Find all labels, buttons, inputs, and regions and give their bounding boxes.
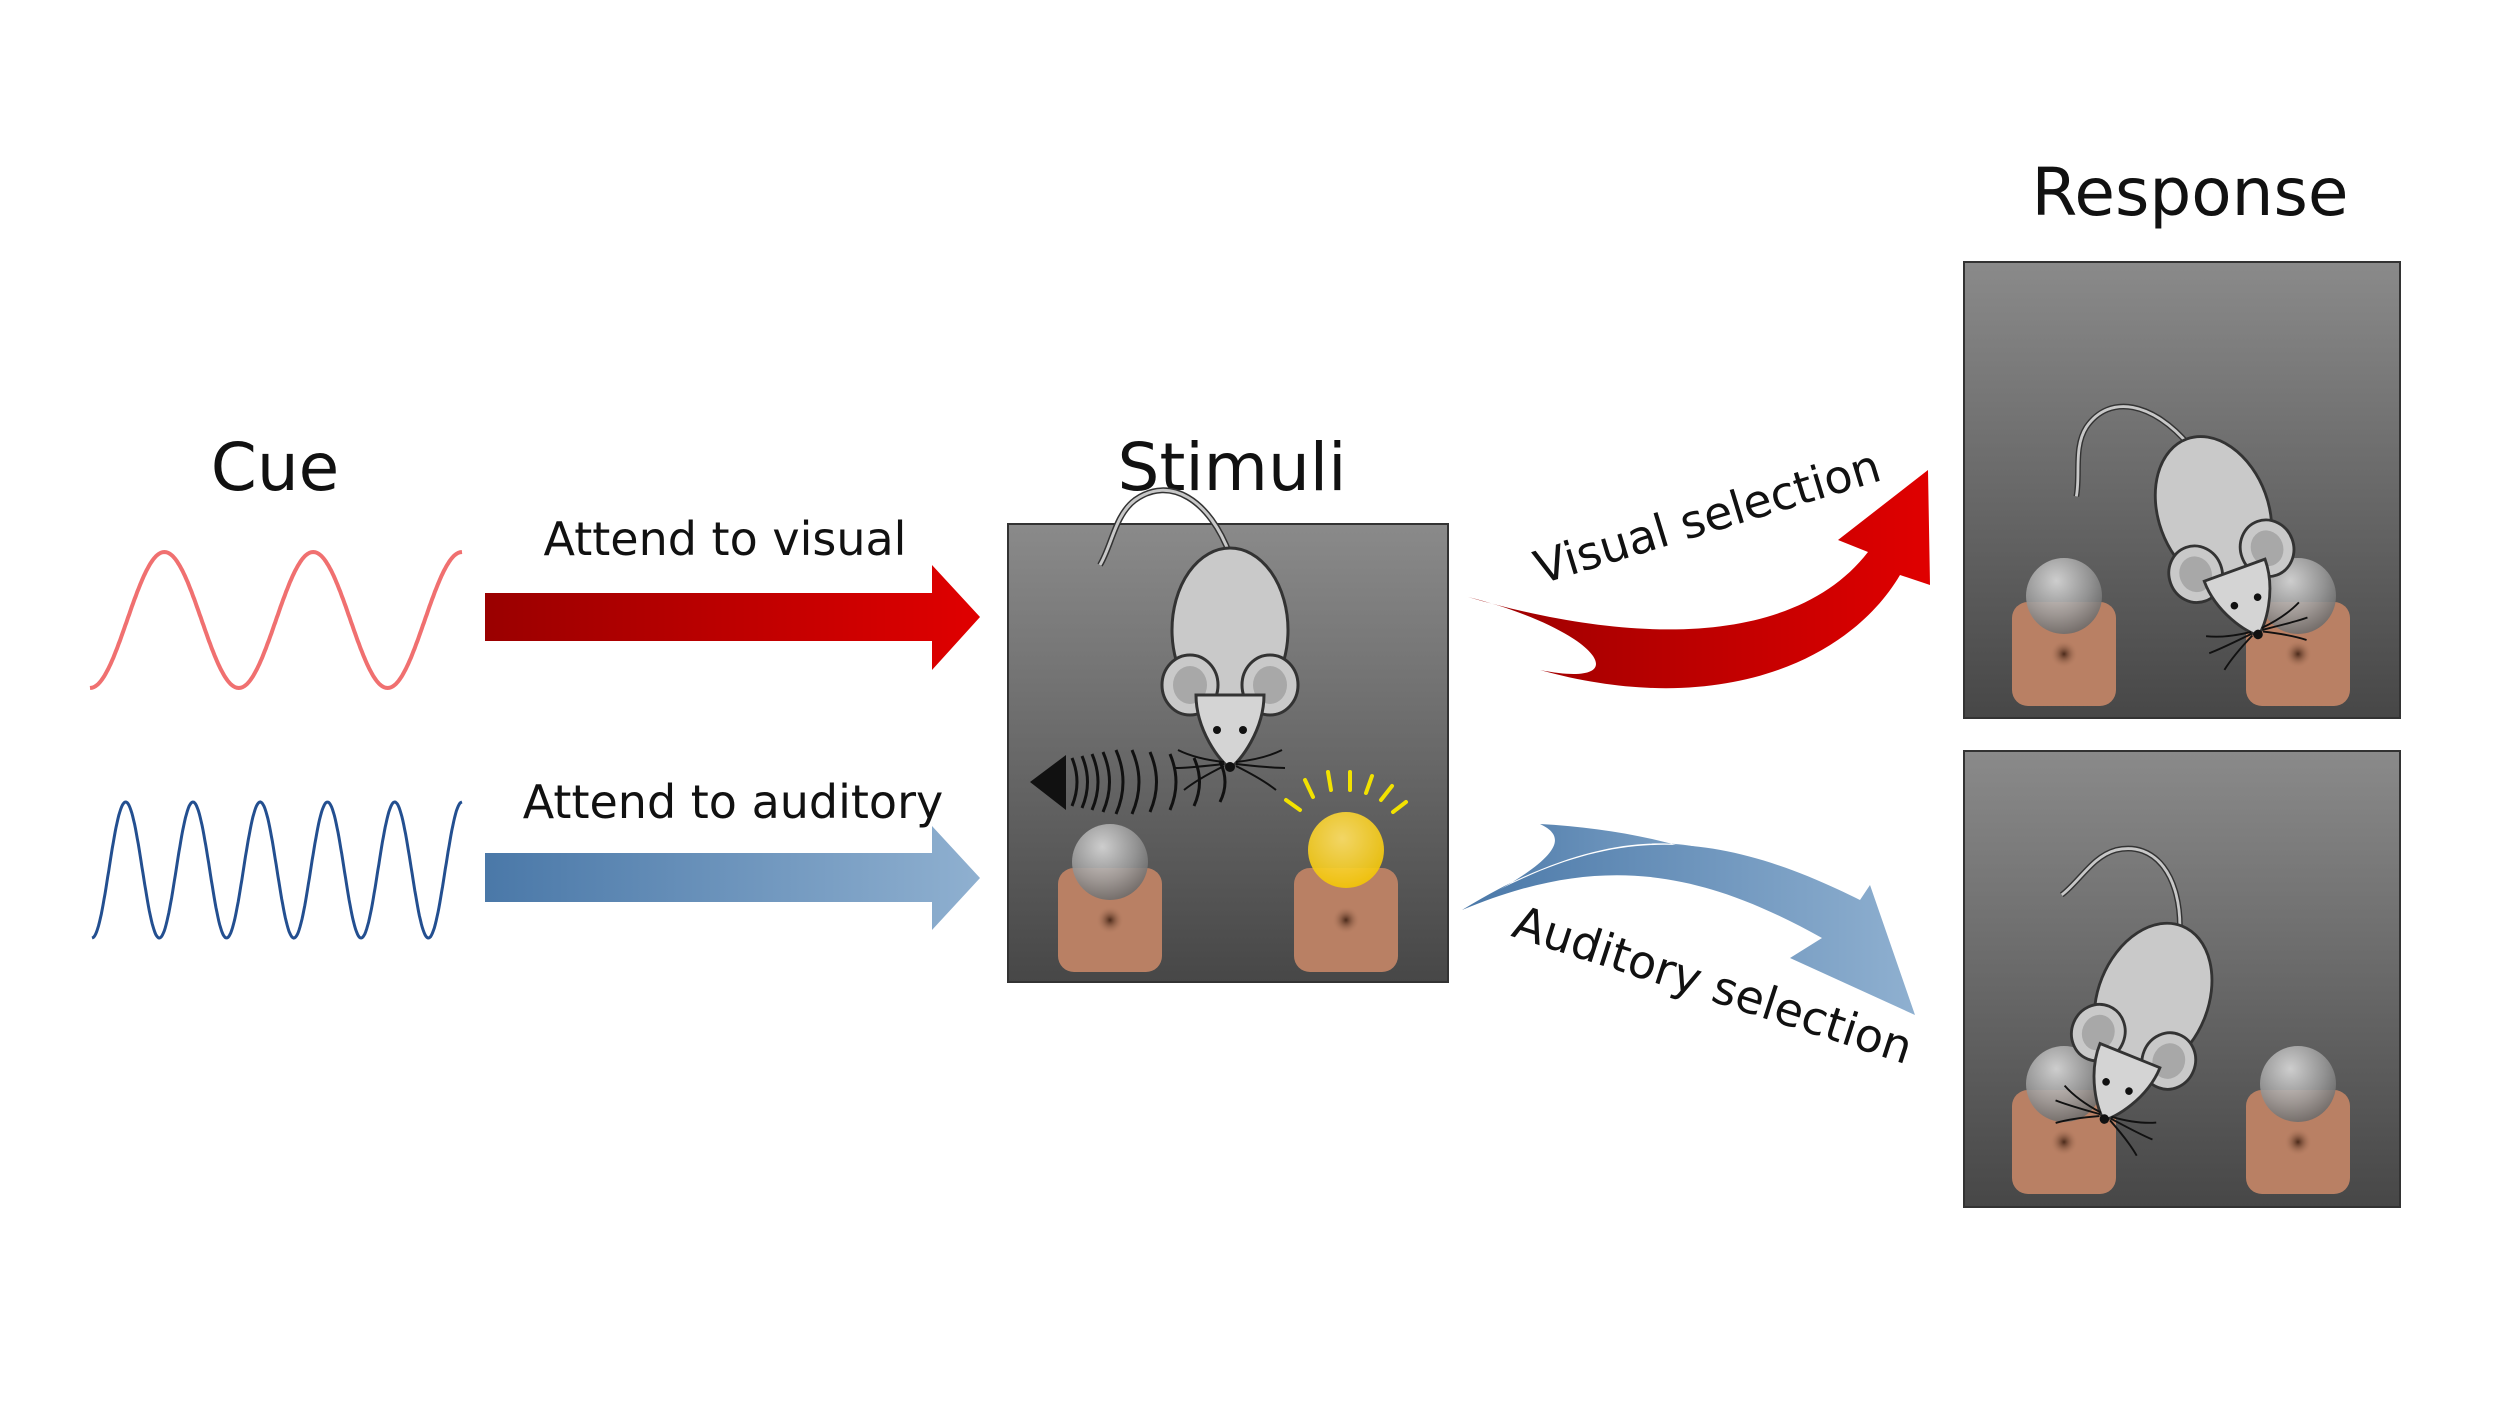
- visual-selection-arrow: [1468, 470, 1930, 689]
- attend-auditory-label: Attend to auditory: [523, 775, 943, 829]
- speaker-icon: [1030, 749, 1227, 815]
- visual-cue-waveform: [89, 549, 463, 691]
- attend-visual-arrow: [485, 565, 980, 670]
- stimuli-panel: [1007, 490, 1449, 983]
- auditory-cue-waveform: [91, 800, 463, 940]
- response-heading: Response: [2032, 154, 2349, 231]
- auditory-selection-arrow: [1462, 824, 1915, 1015]
- light-on-icon: [1308, 812, 1384, 888]
- attend-visual-label: Attend to visual: [544, 512, 907, 566]
- visual-selection-label: Visual selection: [1528, 438, 1887, 595]
- attend-auditory-arrow: [485, 826, 980, 930]
- response-panel-auditory: [1963, 750, 2401, 1208]
- cue-heading: Cue: [211, 429, 340, 506]
- light-rays-icon: [1284, 770, 1408, 814]
- stimuli-right-port: [1294, 812, 1398, 972]
- response-panel-visual: [1963, 261, 2401, 719]
